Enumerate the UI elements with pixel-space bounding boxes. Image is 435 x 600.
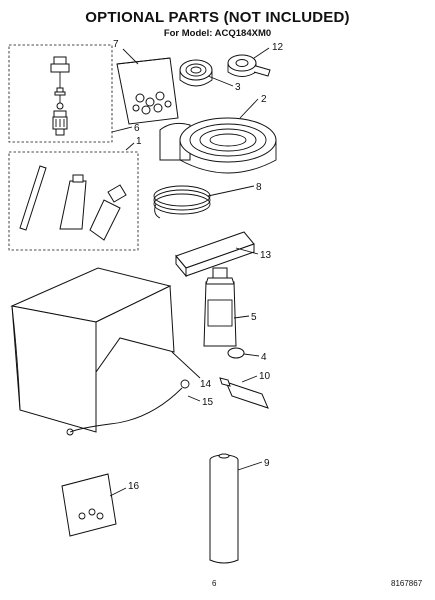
callout-12: 12 <box>272 42 284 53</box>
callout-8: 8 <box>256 182 262 193</box>
callout-7: 7 <box>113 39 119 50</box>
callout-1: 1 <box>136 136 142 147</box>
part-8-wire-coil <box>153 185 211 219</box>
part-1-lubricant-kit <box>8 151 139 251</box>
callout-6: 6 <box>134 123 140 134</box>
model-subtitle: For Model: ACQ184XM0 <box>163 28 272 39</box>
page-number: 6 <box>212 579 217 588</box>
callout-14: 14 <box>200 379 212 390</box>
part-14-unit-cover <box>10 267 175 433</box>
callout-10: 10 <box>259 371 271 382</box>
page-title: OPTIONAL PARTS (NOT INCLUDED) <box>85 9 350 26</box>
callout-2: 2 <box>261 94 267 105</box>
callout-15: 15 <box>202 397 214 408</box>
part-15-drain-cord <box>66 379 190 436</box>
callout-16: 16 <box>128 481 140 492</box>
part-5-cleaner-bottle <box>203 267 237 347</box>
callout-13: 13 <box>260 250 272 261</box>
document-number: 8167867 <box>391 579 423 588</box>
part-13-foam-strip <box>175 231 255 278</box>
callout-3: 3 <box>235 82 241 93</box>
part-9-spray-can <box>209 453 239 564</box>
part-10-sealant-tube <box>219 377 269 409</box>
part-12-seal-tape <box>227 54 271 77</box>
callout-5: 5 <box>251 312 257 323</box>
part-3-tape-roll <box>179 59 213 87</box>
callout-labels: 7 12 3 2 6 1 8 13 5 4 10 14 15 9 16 <box>113 39 284 492</box>
part-6-valve-assembly <box>8 44 113 143</box>
part-4-capsule <box>227 347 245 359</box>
leader-lines <box>109 47 270 497</box>
part-7-fitting-bag <box>116 57 179 125</box>
callout-9: 9 <box>264 458 270 469</box>
part-2-insulation-roll <box>159 117 277 174</box>
part-16-hardware-bag <box>61 473 117 537</box>
callout-4: 4 <box>261 352 267 363</box>
